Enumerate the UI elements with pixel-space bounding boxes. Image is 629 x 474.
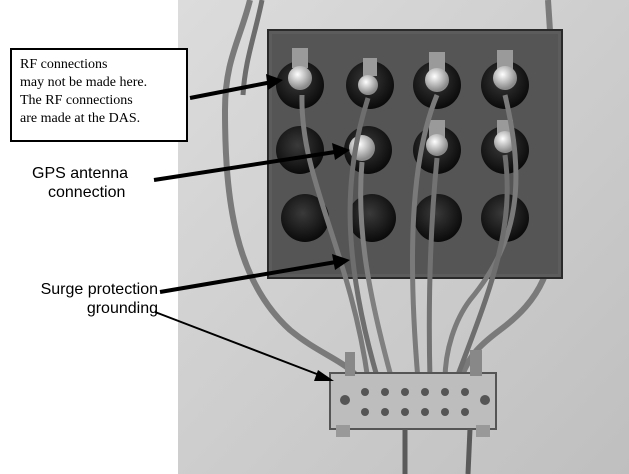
- label-line: Surge protection: [0, 280, 158, 299]
- port: [414, 194, 462, 242]
- callout-line: RF connections: [20, 56, 178, 74]
- ground-bus-bar: [330, 373, 496, 429]
- label-line: GPS antenna: [32, 164, 128, 183]
- callout-line: are made at the DAS.: [20, 110, 178, 128]
- surge-protection-label: Surge protection grounding: [0, 280, 158, 318]
- callout-line: The RF connections: [20, 92, 178, 110]
- gps-antenna-label: GPS antenna connection: [32, 164, 128, 202]
- label-line: grounding: [0, 299, 158, 318]
- label-line: connection: [32, 183, 128, 202]
- port: [276, 126, 324, 174]
- ground-wire: [468, 429, 470, 474]
- rf-connections-callout: RF connections may not be made here. The…: [10, 48, 188, 142]
- callout-line: may not be made here.: [20, 74, 178, 92]
- port: [348, 194, 396, 242]
